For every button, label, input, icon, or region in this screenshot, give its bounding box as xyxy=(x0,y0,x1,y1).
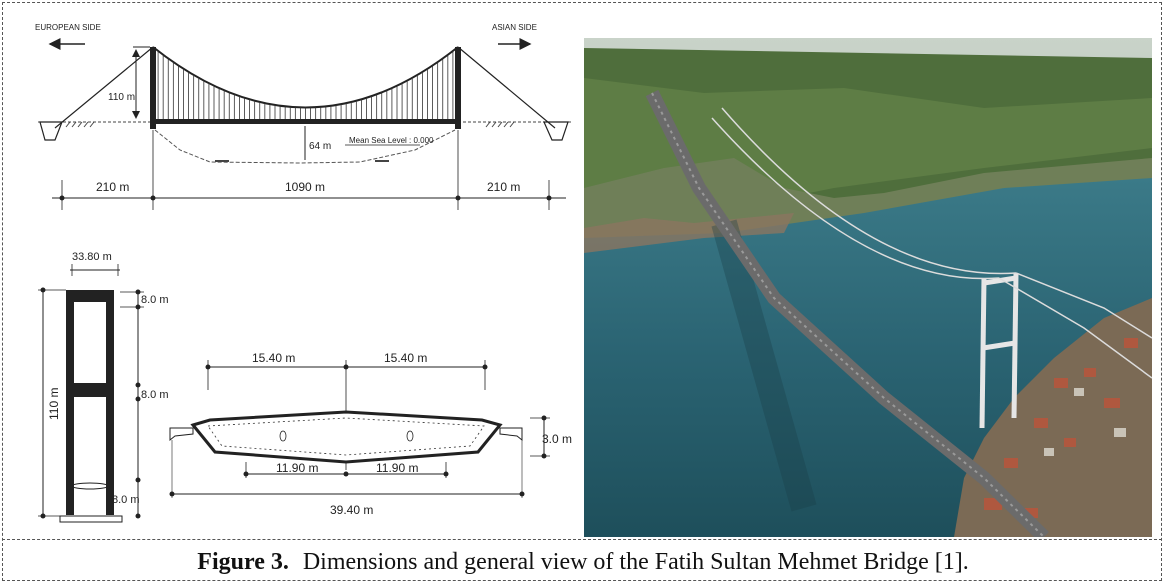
figure-caption-text: Dimensions and general view of the Fatih… xyxy=(302,549,969,575)
figure-caption: Figure 3. Dimensions and general view of … xyxy=(0,540,1166,584)
deck-inner-left-label: 11.90 m xyxy=(276,461,318,475)
aerial-bridge-photo xyxy=(584,38,1152,537)
deck-half-left-label: 15.40 m xyxy=(252,351,295,365)
bridge-road xyxy=(645,89,1049,537)
right-tower-elevation xyxy=(455,47,461,129)
deck-total-width-label: 39.40 m xyxy=(330,503,373,517)
caption-divider xyxy=(2,539,1162,540)
right-anchor-block xyxy=(543,121,569,141)
tower-width-label: 33.80 m xyxy=(72,251,112,263)
clearance-label: 64 m xyxy=(309,141,331,152)
asian-side-label: ASIAN SIDE xyxy=(492,23,537,32)
deck-inner-right-label: 11.90 m xyxy=(376,461,418,475)
bridge-dimension-drawing: EUROPEAN SIDE ASIAN SIDE 110 m 64 m Mean… xyxy=(35,23,572,523)
tower-section-height-label: 110 m xyxy=(47,388,61,420)
bridge-deck xyxy=(153,119,458,124)
european-side-label: EUROPEAN SIDE xyxy=(35,23,101,32)
left-anchor-block xyxy=(39,121,63,141)
deck-depth-label: 3.0 m xyxy=(542,432,572,446)
beam-mid-label: 8.0 m xyxy=(141,389,169,401)
main-span-label: 1090 m xyxy=(285,180,325,194)
beam-bottom-label: 8.0 m xyxy=(112,494,140,506)
deck-half-right-label: 15.40 m xyxy=(384,351,427,365)
beam-top-label: 8.0 m xyxy=(141,294,169,306)
figure-label: Figure 3. xyxy=(197,549,289,575)
tower-cross-section xyxy=(59,290,123,523)
seabed-profile xyxy=(154,129,456,164)
left-span-label: 210 m xyxy=(96,180,129,194)
tower-height-label: 110 m xyxy=(108,92,135,103)
photo-tower xyxy=(979,272,1019,429)
right-span-label: 210 m xyxy=(487,180,520,194)
sea-level-label: Mean Sea Level : 0.000 xyxy=(349,136,434,145)
left-tower-elevation xyxy=(150,47,156,129)
deck-cross-section xyxy=(169,410,523,464)
